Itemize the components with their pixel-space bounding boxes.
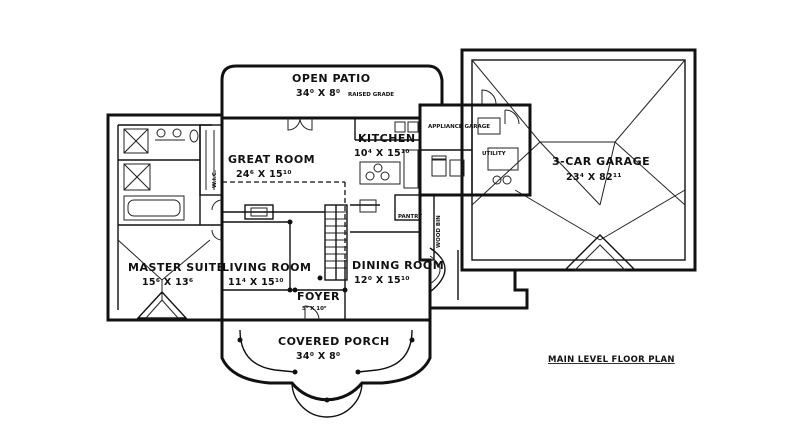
appliance-garage-label: APPLIANCE GARAGE <box>428 124 490 130</box>
room-labels: OPEN PATIO 34⁰ X 8⁰ RAISED GRADE KITCHEN… <box>128 72 675 365</box>
covered-porch-name: COVERED PORCH <box>278 335 390 348</box>
garage-structure <box>430 48 697 310</box>
kitchen-dims: 10⁴ X 15¹⁰ <box>354 148 410 159</box>
living-room-name: LIVING ROOM <box>222 261 311 274</box>
living-room-dims: 11⁴ X 15¹⁰ <box>228 277 284 288</box>
wic-label: W.I.C. <box>212 170 218 188</box>
covered-porch-dims: 34⁰ X 8⁰ <box>296 351 341 362</box>
plan-title: MAIN LEVEL FLOOR PLAN <box>548 355 675 365</box>
foyer-name: FOYER <box>297 290 340 303</box>
open-patio-name: OPEN PATIO <box>292 72 371 85</box>
dining-room-dims: 12⁰ X 15¹⁰ <box>354 275 410 286</box>
kitchen-name: KITCHEN <box>358 132 416 145</box>
open-patio-dims: 34⁰ X 8⁰ <box>296 88 341 99</box>
covered-porch-outline <box>220 320 432 418</box>
open-patio-outline <box>220 64 444 118</box>
utility-label: UTILITY <box>482 151 507 157</box>
foyer-dims: 5⁰ X 10⁰ <box>302 305 327 312</box>
pantry-label: PANTRY <box>398 214 423 220</box>
master-suite-dims: 15⁶ X 13⁶ <box>142 277 193 288</box>
utility-wing <box>418 89 532 197</box>
raised-grade-label: RAISED GRADE <box>348 92 394 98</box>
dining-room-name: DINING ROOM <box>352 259 444 272</box>
main-house-walls <box>106 113 446 322</box>
great-room-name: GREAT ROOM <box>228 153 315 166</box>
garage-name: 3-CAR GARAGE <box>552 155 650 168</box>
garage-dims: 23⁴ X 82¹¹ <box>566 172 622 183</box>
master-suite-name: MASTER SUITE <box>128 261 225 274</box>
great-room-dims: 24⁶ X 15¹⁰ <box>236 169 292 180</box>
wood-bin-label: WOOD BIN <box>436 215 442 248</box>
